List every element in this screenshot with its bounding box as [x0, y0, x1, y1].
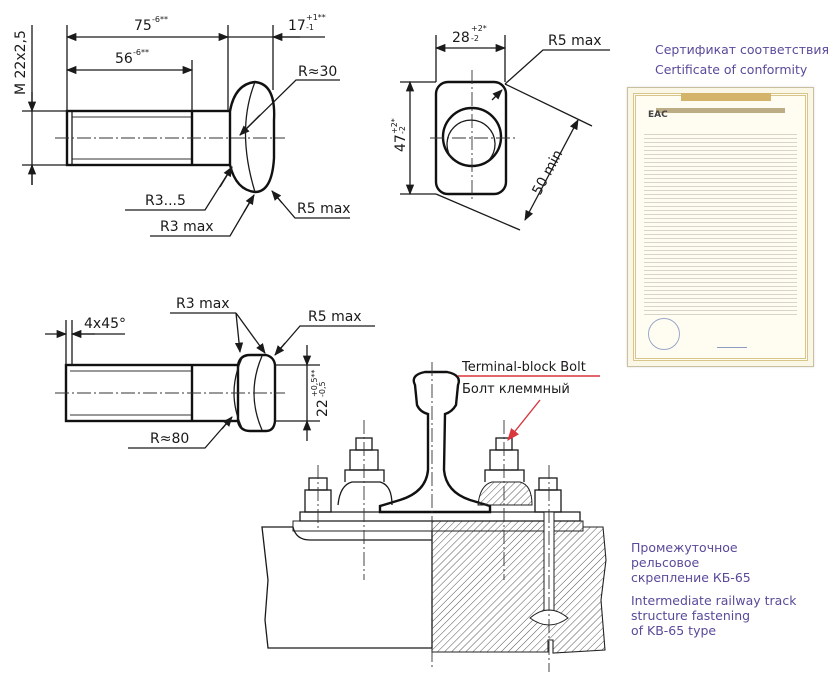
- radius-edge2-label: R5 max: [297, 201, 351, 217]
- note-ru-line: рельсовое: [631, 555, 700, 570]
- height-tol-lower: -2: [398, 126, 407, 134]
- head-width-dim: 22: [315, 399, 331, 417]
- note-en-line: of KB-65 type: [631, 623, 717, 638]
- note-english: Intermediate railway track structure fas…: [631, 593, 831, 638]
- radius-edge1-label: R3 max: [160, 219, 214, 235]
- radius-head-label: R≈30: [298, 64, 337, 80]
- length-total-tol: -6**: [152, 15, 168, 24]
- certificate-title-en: Certificate of conformity: [655, 62, 808, 77]
- length-total-dim: 75: [134, 18, 152, 34]
- certificate-frame: EAC: [633, 93, 808, 361]
- chamfer-label: 4x45°: [84, 316, 126, 332]
- width-dim: 28: [452, 30, 470, 46]
- thread-size-label: M 22x2,5: [13, 30, 29, 95]
- length-thread-tol: -6**: [133, 48, 149, 57]
- certificate-heading-bar: [656, 108, 785, 113]
- head-width-tol-upper: +0,5**: [310, 370, 319, 397]
- bolt-end-view: 28 +2* -2 47 +2* -2 R5 max 50 min: [390, 24, 610, 231]
- note-russian: Промежуточное рельсовое скрепление КБ-65: [631, 540, 831, 585]
- callout-label-en: Terminal-block Bolt: [461, 360, 586, 375]
- certificate-title-ru: Сертификат соответствия: [655, 42, 829, 57]
- certificate-image: EAC: [627, 87, 814, 367]
- note-ru-line: скрепление КБ-65: [631, 570, 751, 585]
- width-tol-upper: +2*: [471, 24, 487, 33]
- certificate-header-band: [681, 93, 771, 101]
- bolt-top-view: 4x45° R3 max R5 max R≈80 22 +0,5** -0,5: [45, 296, 375, 449]
- note-ru-line: Промежуточное: [631, 540, 738, 555]
- eac-mark: EAC: [648, 110, 668, 120]
- height-dim: 47: [393, 134, 409, 152]
- head-height-dim: 17: [288, 18, 306, 34]
- head-height-tol-lower: -1: [306, 23, 314, 32]
- top-radius-head-label: R≈80: [150, 431, 189, 447]
- diagonal-dim: 50 min: [529, 147, 566, 197]
- radius-fillet-label: R3...5: [145, 193, 186, 209]
- rail-fastening-assembly: Terminal-block Bolt Болт клеммный: [261, 360, 607, 672]
- width-tol-lower: -2: [471, 34, 479, 43]
- note-en-line: Intermediate railway track: [631, 593, 797, 608]
- certificate-stamp: [648, 318, 680, 350]
- certificate-signature: [716, 325, 756, 348]
- top-radius-edge2-label: R5 max: [308, 309, 362, 325]
- head-height-tol-upper: +1**: [306, 13, 326, 22]
- bolt-side-view: M 22x2,5 75 -6** 56 -6** 17 +1** -1 R≈30…: [13, 13, 351, 237]
- certificate-caption: Сертификат соответствия Certificate of c…: [655, 40, 829, 80]
- height-tol-upper: +2*: [390, 118, 399, 134]
- callout-label-ru: Болт клеммный: [462, 382, 570, 397]
- note-en-line: structure fastening: [631, 608, 751, 623]
- head-width-tol-lower: -0,5: [318, 381, 327, 397]
- length-thread-dim: 56: [115, 51, 133, 67]
- top-radius-edge1-label: R3 max: [176, 296, 230, 312]
- certificate-text-lines: [644, 134, 797, 318]
- corner-radius-label: R5 max: [548, 33, 602, 49]
